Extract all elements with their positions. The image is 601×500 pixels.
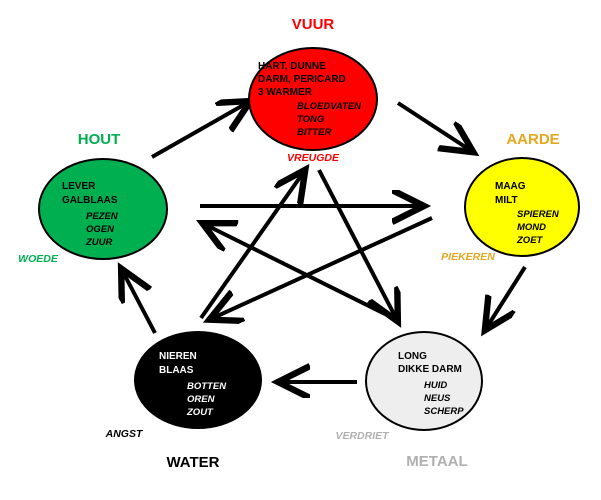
vuur-organ-3: 3 WARMER xyxy=(258,87,313,98)
aarde-tissue-1: SPIEREN xyxy=(517,209,560,220)
arrow-vuur-to-metaal xyxy=(317,169,396,318)
generating-cycle-arrows xyxy=(123,101,527,382)
metaal-title: METAAL xyxy=(406,453,467,470)
water-title: WATER xyxy=(166,454,219,471)
water-tissue-2: OREN xyxy=(187,394,216,405)
aarde-emotion: PIEKEREN xyxy=(441,251,495,263)
element-metaal: METAAL LONG DIKKE DARM HUID NEUS SCHERP … xyxy=(335,331,483,470)
metaal-tissue-2: NEUS xyxy=(424,393,451,404)
aarde-organ-2: MILT xyxy=(495,195,518,206)
aarde-tissue-3: ZOET xyxy=(516,235,544,246)
aarde-title: AARDE xyxy=(506,131,559,148)
arrow-vuur-to-aarde xyxy=(396,101,470,150)
vuur-tissue-2: TONG xyxy=(297,114,325,125)
arrow-water-to-hout xyxy=(123,272,157,334)
arrow-aarde-to-metaal xyxy=(487,265,527,327)
element-aarde: AARDE MAAG MILT SPIEREN MOND ZOET PIEKER… xyxy=(441,131,580,263)
arrow-hout-to-vuur xyxy=(151,103,247,159)
water-organ-1: NIEREN xyxy=(159,351,197,362)
water-emotion: ANGST xyxy=(105,428,144,440)
aarde-tissue-2: MOND xyxy=(517,222,546,233)
vuur-circle xyxy=(248,47,378,151)
hout-emotion: WOEDE xyxy=(18,253,59,265)
element-vuur: VUUR HART, DUNNE DARM, PERICARD 3 WARMER… xyxy=(248,16,378,164)
aarde-circle xyxy=(464,157,580,257)
hout-organ-1: LEVER xyxy=(62,181,96,192)
vuur-tissue-1: BLOEDVATEN xyxy=(297,101,362,112)
water-tissue-1: BOTTEN xyxy=(187,381,227,392)
vuur-tissue-3: BITTER xyxy=(297,127,331,138)
metaal-tissue-3: SCHERP xyxy=(424,406,464,417)
metaal-organ-2: DIKKE DARM xyxy=(398,364,462,375)
vuur-title: VUUR xyxy=(292,16,335,33)
element-hout: HOUT LEVER GALBLAAS PEZEN OGEN ZUUR WOED… xyxy=(18,131,168,265)
water-tissue-3: ZOUT xyxy=(186,407,214,418)
hout-tissue-1: PEZEN xyxy=(86,211,119,222)
metaal-circle xyxy=(365,331,483,431)
vuur-emotion: VREUGDE xyxy=(287,152,340,164)
vuur-organ-1: HART, DUNNE xyxy=(258,61,326,72)
metaal-organ-1: LONG xyxy=(398,351,427,362)
metaal-emotion: VERDRIET xyxy=(335,430,390,442)
hout-tissue-3: ZUUR xyxy=(85,237,113,248)
arrow-metaal-to-hout xyxy=(206,225,386,316)
water-organ-2: BLAAS xyxy=(159,365,194,376)
aarde-organ-1: MAAG xyxy=(495,181,526,192)
vuur-organ-2: DARM, PERICARD xyxy=(258,74,346,85)
hout-organ-2: GALBLAAS xyxy=(62,195,118,206)
controlling-cycle-arrows xyxy=(199,169,433,320)
arrow-water-to-vuur xyxy=(199,173,303,320)
water-circle xyxy=(134,331,262,429)
element-water: WATER NIEREN BLAAS BOTTEN OREN ZOUT ANGS… xyxy=(105,331,262,471)
arrow-aarde-to-water xyxy=(213,216,433,318)
hout-title: HOUT xyxy=(78,131,121,148)
hout-tissue-2: OGEN xyxy=(86,224,115,235)
hout-circle xyxy=(38,158,168,260)
metaal-tissue-1: HUID xyxy=(424,380,447,391)
